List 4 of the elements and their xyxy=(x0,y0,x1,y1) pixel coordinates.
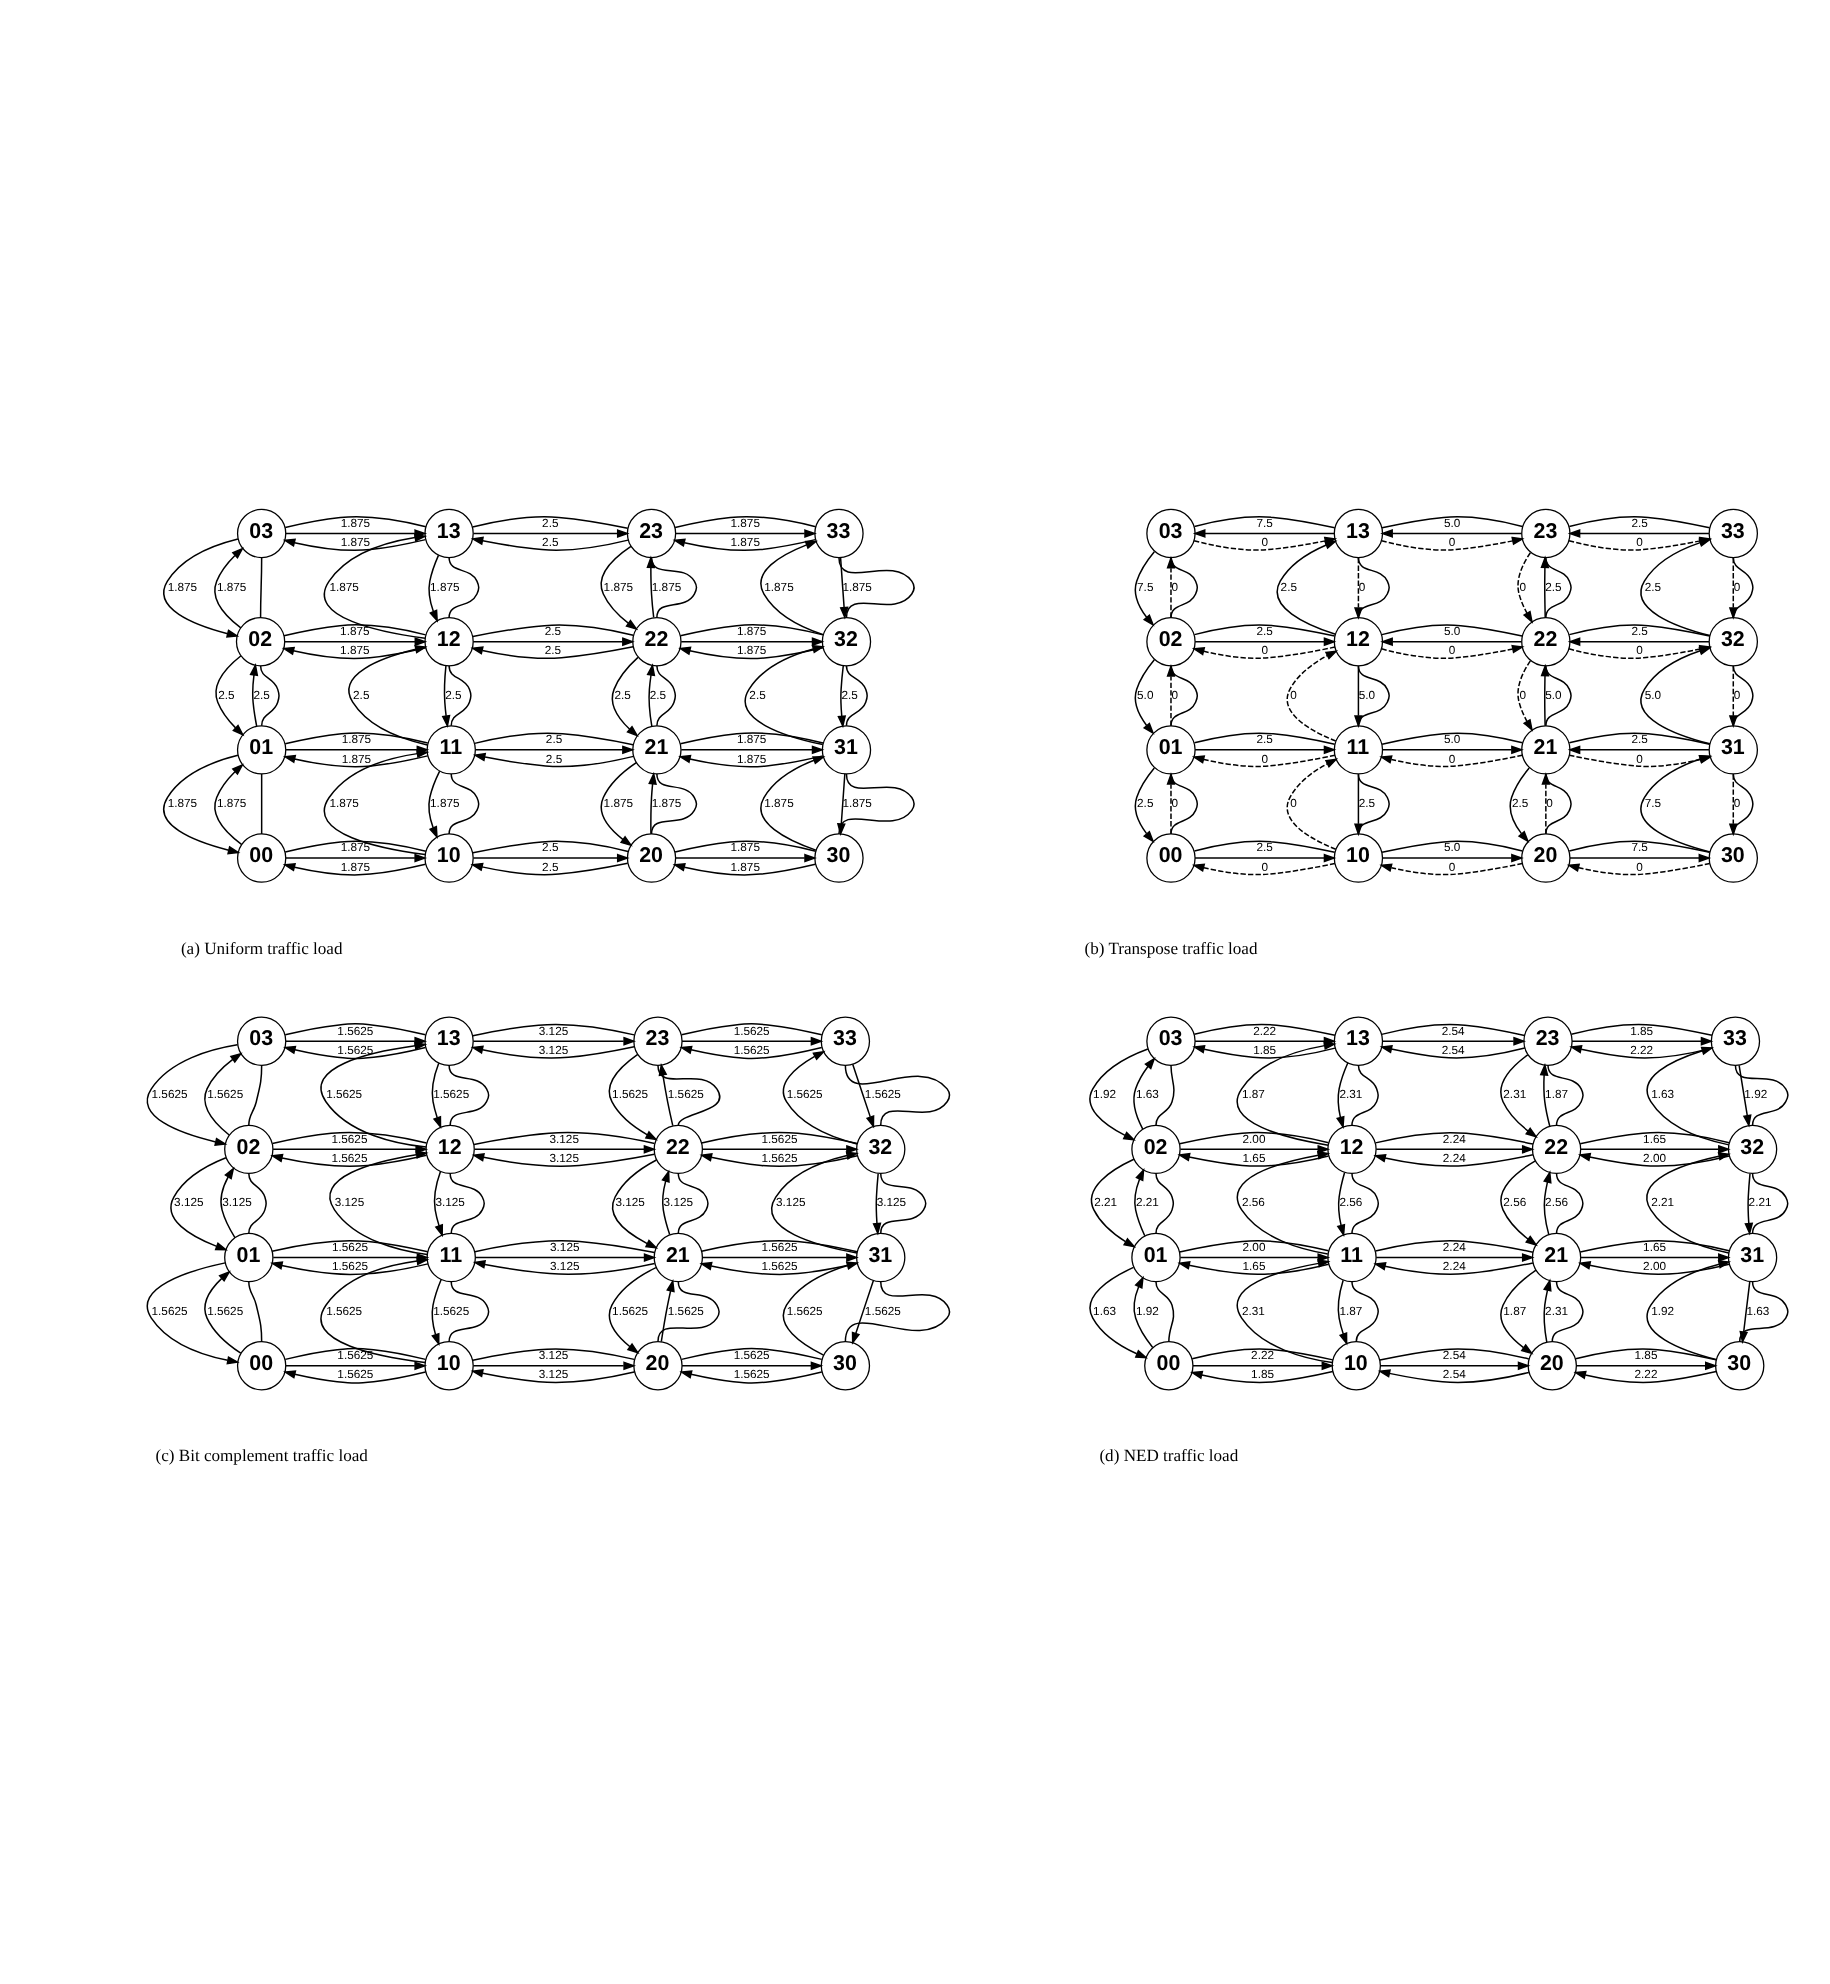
label: (a) Uniform traffic load xyxy=(180,936,343,957)
label: (b) Transpose traffic load xyxy=(1084,936,1258,957)
label: (c) Bit complement traffic load xyxy=(155,1444,368,1465)
label: (d) NED traffic load xyxy=(1099,1444,1239,1465)
